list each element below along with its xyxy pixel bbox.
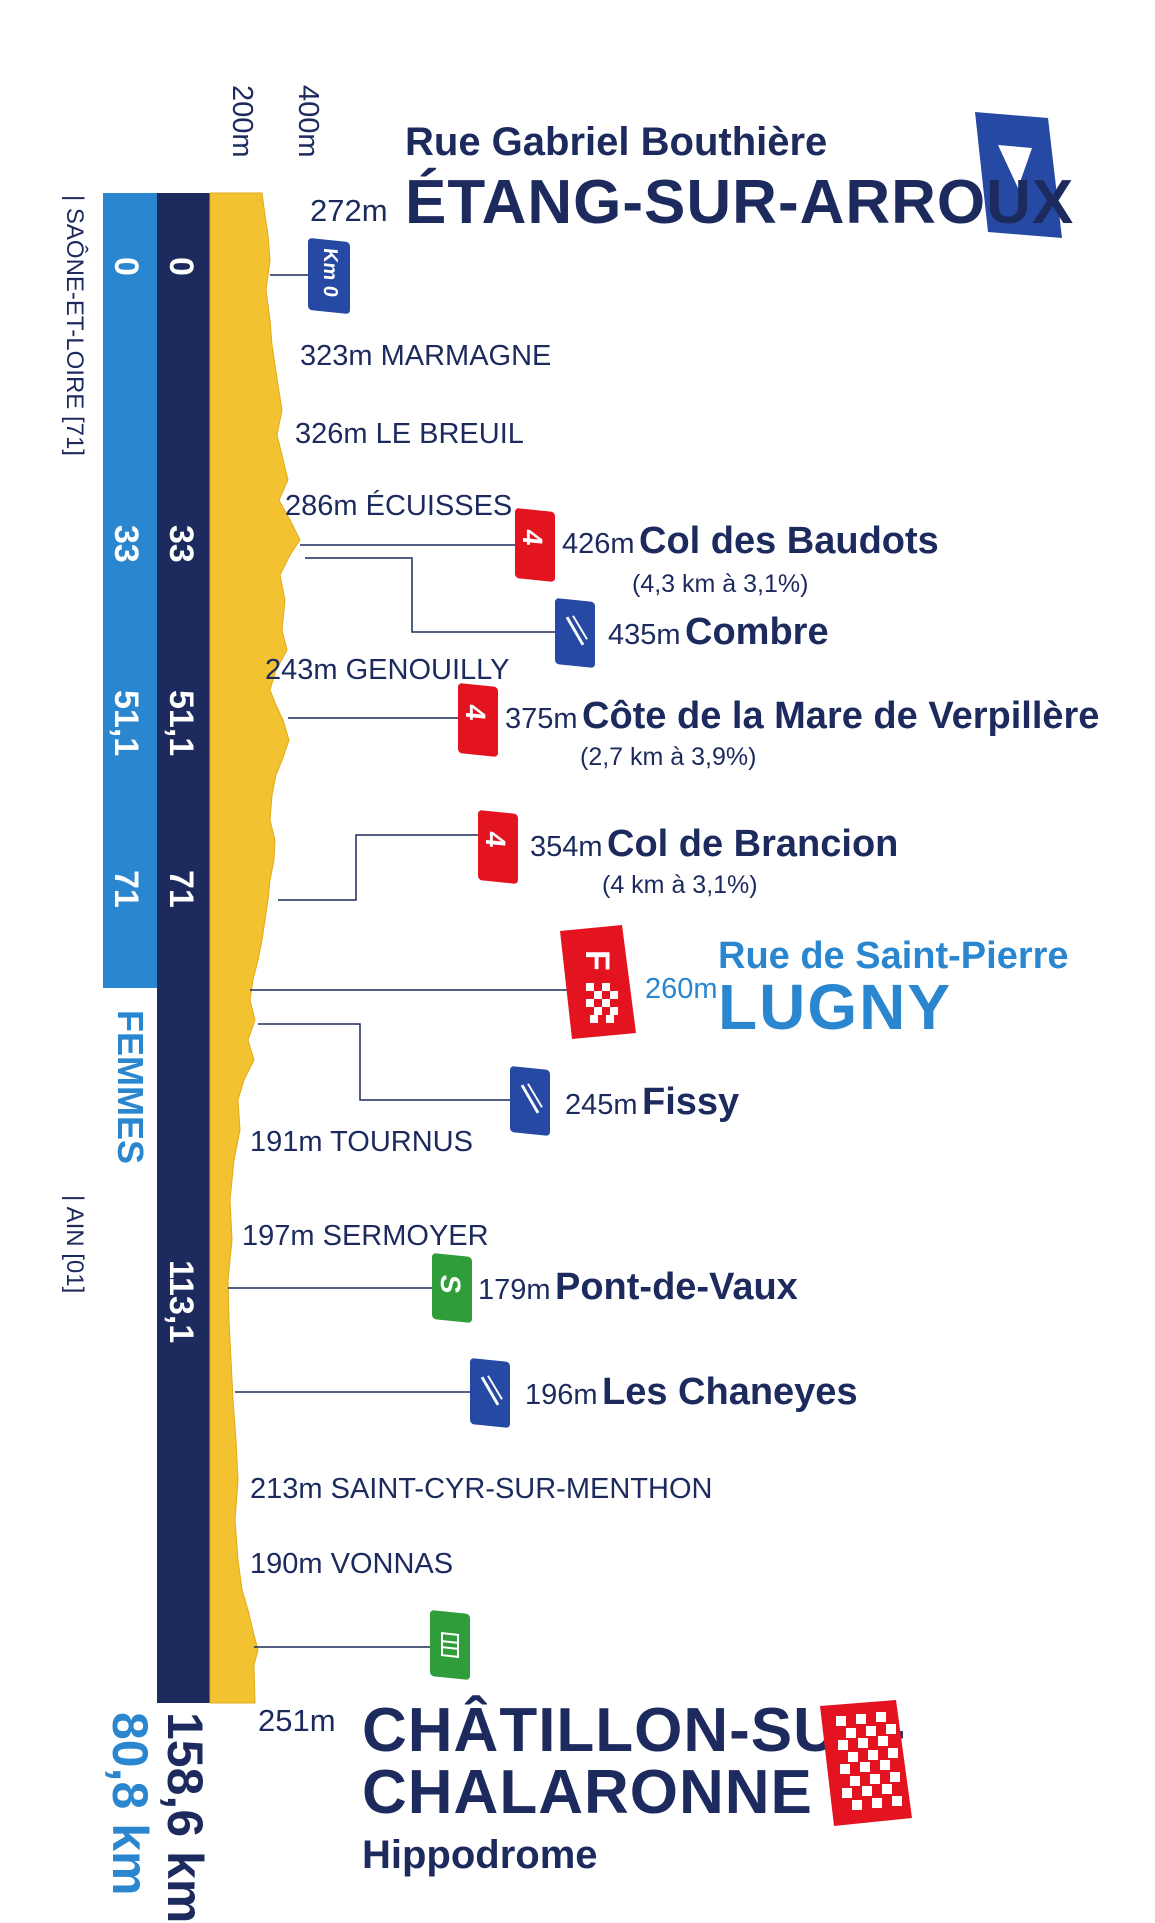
climb-alt: 426m bbox=[562, 528, 635, 560]
femmes-finish-alt: 260m bbox=[645, 973, 718, 1005]
total-distance-men: 158,6 km bbox=[157, 1712, 213, 1923]
waypoint-name: LE BREUIL bbox=[375, 418, 524, 450]
waypoint-tournus: 191m TOURNUS bbox=[250, 1128, 473, 1157]
climb-label-baudots: 426m Col des Baudots bbox=[562, 522, 939, 560]
feed-alt: 245m bbox=[565, 1089, 638, 1121]
sprint-name: Pont-de-Vaux bbox=[555, 1266, 798, 1308]
feed-label-fissy: 245m Fissy bbox=[565, 1083, 739, 1121]
waypoint-sermoyer: 197m SERMOYER bbox=[242, 1222, 489, 1251]
men-distance-bar bbox=[157, 193, 210, 1703]
waypoint-name: GENOUILLY bbox=[345, 654, 510, 686]
waypoint-alt: 326m bbox=[295, 418, 368, 450]
start-altitude: 272m bbox=[310, 193, 388, 228]
leader-lines bbox=[228, 274, 570, 1648]
climb-detail-verpillere: (2,7 km à 3,9%) bbox=[580, 743, 757, 771]
waypoint-alt: 197m bbox=[242, 1220, 315, 1252]
climb-label-verpillere: 375m Côte de la Mare de Verpillère bbox=[505, 697, 1099, 735]
region-label-saone: | SAÔNE-ET-LOIRE [71] bbox=[61, 195, 88, 456]
climb-detail-baudots: (4,3 km à 3,1%) bbox=[632, 570, 809, 598]
climb-name: Col de Brancion bbox=[607, 823, 899, 865]
finish-altitude: 251m bbox=[258, 1703, 336, 1738]
region-label-ain: | AIN [01] bbox=[61, 1195, 88, 1294]
feed-label-chaneyes: 196m Les Chaneyes bbox=[525, 1373, 858, 1411]
axis-tick-400: 400m bbox=[292, 85, 324, 158]
km0-label: Km 0 bbox=[319, 246, 341, 299]
femmes-finish-city: LUGNY bbox=[718, 971, 952, 1043]
feed-name: Les Chaneyes bbox=[602, 1371, 858, 1413]
finish-flag bbox=[820, 1700, 912, 1826]
climb-name: Côte de la Mare de Verpillère bbox=[582, 695, 1100, 737]
waypoint-name: SERMOYER bbox=[322, 1220, 489, 1252]
waypoint-alt: 190m bbox=[250, 1548, 323, 1580]
waypoint-alt: 243m bbox=[265, 654, 338, 686]
climb-category: 4 bbox=[517, 528, 548, 547]
feed-alt: 196m bbox=[525, 1379, 598, 1411]
climb-badge-verpillere: 4 bbox=[458, 682, 498, 758]
elevation-profile bbox=[209, 192, 301, 1704]
axis-tick-200: 200m bbox=[226, 85, 258, 158]
men-km-113-1: 113,1 bbox=[162, 1260, 200, 1344]
climb-alt: 375m bbox=[505, 703, 578, 735]
men-km-33: 33 bbox=[162, 525, 200, 563]
waypoint-name: SAINT-CYR-SUR-MENTHON bbox=[330, 1473, 713, 1505]
men-km-71: 71 bbox=[162, 870, 200, 908]
femmes-finish-flag bbox=[560, 925, 636, 1039]
total-distance-women: 80,8 km bbox=[102, 1712, 158, 1896]
women-km-51-1: 51,1 bbox=[107, 690, 145, 757]
women-km-71: 71 bbox=[107, 870, 145, 908]
feed-alt: 435m bbox=[608, 619, 681, 651]
finish-city-line2: CHALARONNE bbox=[362, 1758, 813, 1827]
feed-zone-icon bbox=[510, 1065, 550, 1137]
waypoint-alt: 213m bbox=[250, 1473, 323, 1505]
women-distance-bar bbox=[103, 193, 157, 988]
feed-name: Fissy bbox=[642, 1081, 740, 1123]
waypoint-le-breuil: 326m LE BREUIL bbox=[295, 420, 524, 449]
climb-name: Col des Baudots bbox=[639, 520, 939, 562]
feed-label-combre: 435m Combre bbox=[608, 613, 829, 651]
waypoint-name: VONNAS bbox=[330, 1548, 454, 1580]
climb-category: 4 bbox=[460, 703, 491, 722]
waypoint-saint-cyr: 213m SAINT-CYR-SUR-MENTHON bbox=[250, 1475, 712, 1504]
waypoint-marmagne: 323m MARMAGNE bbox=[300, 342, 551, 371]
femmes-finish-street: Rue de Saint-Pierre bbox=[718, 935, 1069, 977]
men-km-51-1: 51,1 bbox=[162, 690, 200, 757]
climb-label-brancion: 354m Col de Brancion bbox=[530, 825, 898, 863]
start-flag bbox=[975, 112, 1062, 238]
waypoint-name: ÉCUISSES bbox=[365, 490, 513, 522]
waypoint-alt: 323m bbox=[300, 340, 373, 372]
waypoint-alt: 191m bbox=[250, 1126, 323, 1158]
feed-name: Combre bbox=[685, 611, 829, 653]
feed-zone-icon bbox=[555, 597, 595, 669]
men-km-0: 0 bbox=[162, 257, 200, 276]
waypoint-name: MARMAGNE bbox=[380, 340, 552, 372]
km0-badge: Km 0 bbox=[308, 237, 350, 315]
waypoint-genouilly: 243m GENOUILLY bbox=[265, 656, 509, 685]
femmes-badge-letter: F bbox=[578, 950, 616, 971]
start-city: ÉTANG-SUR-ARROUX bbox=[405, 168, 1075, 237]
women-km-33: 33 bbox=[107, 525, 145, 563]
start-street: Rue Gabriel Bouthière bbox=[405, 120, 828, 164]
sprint-badge-letter: S bbox=[435, 1273, 466, 1296]
women-km-0: 0 bbox=[107, 257, 145, 276]
sprint-badge: S bbox=[432, 1252, 472, 1324]
climb-badge-baudots: 4 bbox=[515, 507, 555, 583]
sprint-label: 179m Pont-de-Vaux bbox=[478, 1268, 798, 1306]
femmes-bar-label: FEMMES bbox=[110, 1010, 151, 1165]
waypoint-ecuisses: 286m ÉCUISSES bbox=[285, 492, 512, 521]
climb-detail-brancion: (4 km à 3,1%) bbox=[602, 871, 758, 899]
finish-venue: Hippodrome bbox=[362, 1833, 598, 1877]
climb-badge-brancion: 4 bbox=[478, 809, 518, 885]
bottle-zone-icon bbox=[430, 1609, 470, 1681]
sprint-alt: 179m bbox=[478, 1274, 551, 1306]
feed-zone-icon bbox=[470, 1357, 510, 1429]
finish-city-line1: CHÂTILLON-SUR- bbox=[362, 1696, 907, 1765]
climb-category: 4 bbox=[480, 830, 511, 849]
waypoint-vonnas: 190m VONNAS bbox=[250, 1550, 453, 1579]
waypoint-alt: 286m bbox=[285, 490, 358, 522]
waypoint-name: TOURNUS bbox=[330, 1126, 473, 1158]
climb-alt: 354m bbox=[530, 831, 603, 863]
